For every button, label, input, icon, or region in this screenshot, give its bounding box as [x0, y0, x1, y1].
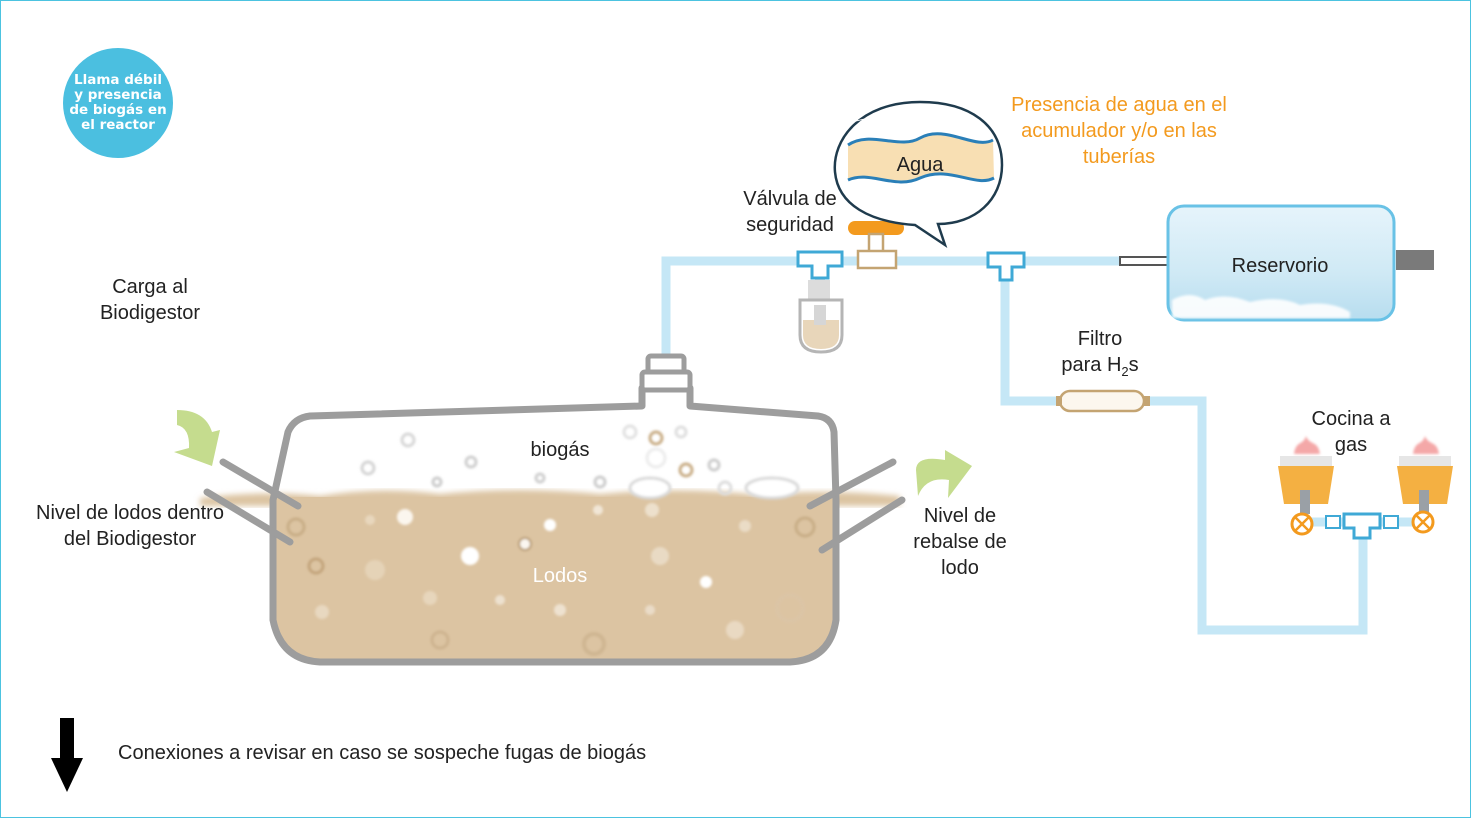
label-nivel-lodos: Nivel de lodos dentro del Biodigestor	[36, 502, 224, 550]
sludge-bubbles	[286, 503, 816, 656]
burner-left	[1278, 436, 1334, 536]
label-cocina: Cocina a gas	[1311, 408, 1391, 456]
sludge-fill	[273, 497, 836, 662]
water-trap-valve	[848, 221, 904, 270]
tank-nozzles	[203, 458, 906, 554]
label-presencia-agua: Presencia de agua en el acumulador y/o e…	[1011, 94, 1227, 168]
symptom-badge-text: Llama débil y presencia de biogás en el …	[69, 72, 167, 133]
label-filtro-line1: Filtro	[1077, 328, 1123, 350]
label-filtro-sub: 2	[1121, 364, 1129, 379]
pipe-to-filter	[1000, 263, 1060, 406]
label-filtro: Filtro para H2s	[1040, 326, 1160, 385]
h2s-filter	[1056, 389, 1150, 413]
tank-outline	[269, 384, 840, 666]
label-filtro-line2: para H	[1061, 354, 1122, 376]
outlet-arrow	[916, 450, 972, 498]
inlet-arrow	[174, 410, 220, 466]
biodigester-tank	[200, 353, 906, 666]
tank-top-fitting	[639, 353, 693, 393]
label-reservorio: Reservorio	[1231, 255, 1329, 277]
reservoir-tank	[1119, 204, 1434, 322]
gas-pipes	[661, 256, 1425, 635]
label-lodos: Lodos	[532, 565, 588, 587]
burner-right	[1397, 436, 1453, 534]
legend-text: Conexiones a revisar en caso se sospeche…	[118, 742, 647, 764]
label-rebalse: Nivel de rebalse de lodo	[913, 505, 1007, 579]
label-valvula: Válvula de seguridad	[743, 188, 837, 236]
label-filtro-suffix: s	[1128, 354, 1139, 376]
gas-cooker	[1278, 436, 1453, 540]
label-agua: Agua	[896, 154, 944, 176]
safety-valve	[796, 250, 844, 354]
label-biogas: biogás	[530, 439, 590, 461]
pipe-t-fitting	[986, 251, 1026, 282]
label-carga: Carga al Biodigestor	[99, 276, 201, 324]
water-speech-bubble	[833, 100, 1004, 249]
arrow-down-icon	[51, 718, 83, 792]
pipe-main	[661, 256, 1120, 360]
pipe-filter-out	[1145, 396, 1368, 635]
symptom-badge: Llama débil y presencia de biogás en el …	[63, 48, 173, 158]
gas-bubbles	[360, 424, 800, 500]
